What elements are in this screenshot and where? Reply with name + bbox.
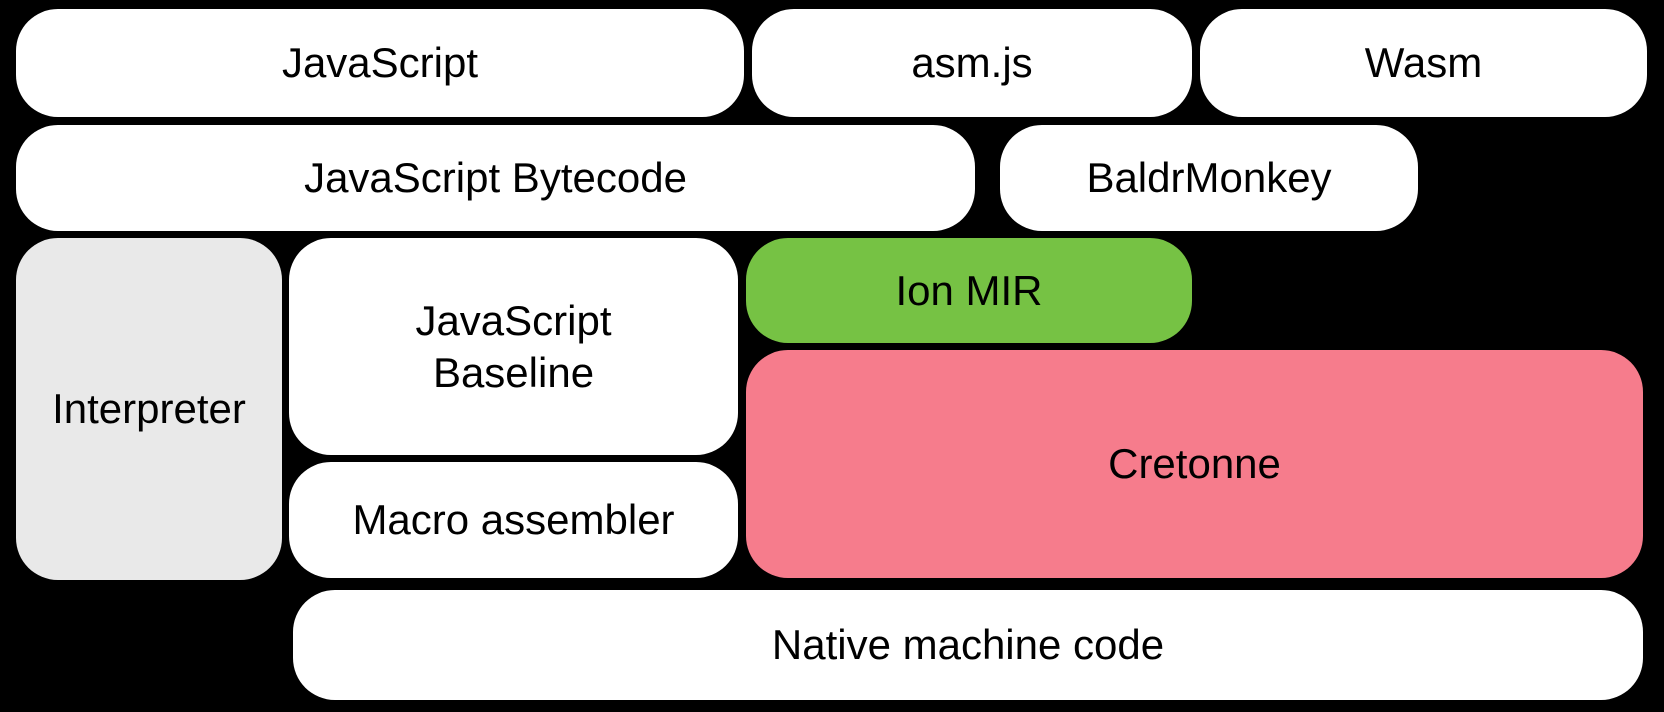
box-label: Ion MIR bbox=[895, 266, 1043, 314]
box-baldrmonkey: BaldrMonkey bbox=[1000, 125, 1418, 231]
box-cretonne: Cretonne bbox=[746, 350, 1643, 578]
box-macro-assembler: Macro assembler bbox=[289, 462, 738, 578]
box-label: BaldrMonkey bbox=[1086, 154, 1332, 202]
box-label: Macro assembler bbox=[352, 496, 675, 544]
box-label: Cretonne bbox=[1108, 440, 1281, 488]
box-wasm: Wasm bbox=[1200, 9, 1647, 117]
box-javascript-bytecode: JavaScript Bytecode bbox=[16, 125, 975, 231]
box-label: Native machine code bbox=[771, 621, 1165, 669]
box-javascript: JavaScript bbox=[16, 9, 744, 117]
box-label: JavaScript Bytecode bbox=[304, 154, 687, 202]
box-label: asm.js bbox=[911, 39, 1033, 87]
box-label: Interpreter bbox=[52, 385, 246, 433]
box-interpreter: Interpreter bbox=[16, 238, 282, 580]
box-ion-mir: Ion MIR bbox=[746, 238, 1192, 343]
box-label: JavaScript bbox=[281, 39, 479, 87]
box-native-machine-code: Native machine code bbox=[293, 590, 1643, 700]
box-label: Baseline bbox=[432, 348, 595, 396]
box-label: JavaScript bbox=[415, 297, 612, 345]
box-asmjs: asm.js bbox=[752, 9, 1192, 117]
box-label: Wasm bbox=[1364, 39, 1483, 87]
